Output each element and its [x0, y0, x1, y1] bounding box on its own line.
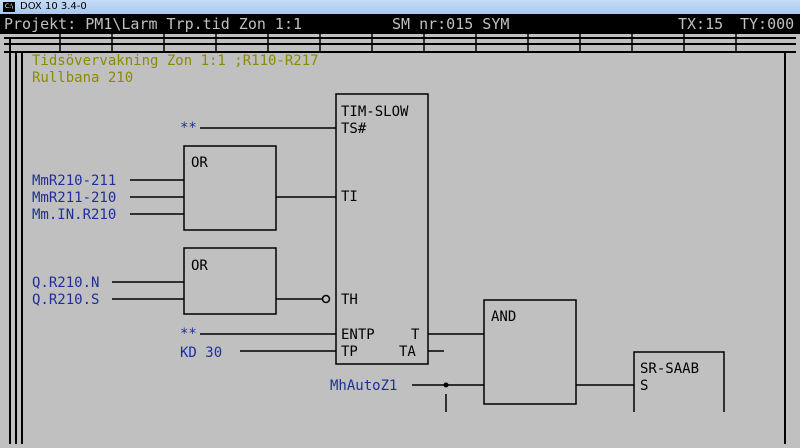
- diagram-canvas[interactable]: Tidsövervakning Zon 1:1 ;R110-R217 Rullb…: [0, 34, 800, 444]
- or1-input-3[interactable]: Mm.IN.R210: [32, 207, 116, 223]
- or2-input-1[interactable]: Q.R210.N: [32, 275, 99, 291]
- or-block-2[interactable]: OR: [183, 247, 277, 315]
- sr-block-name: SR-SAAB: [640, 361, 699, 377]
- title-bar: C:\ DOX 10 3.4-0: [0, 0, 800, 14]
- tim-block-name: TIM-SLOW: [341, 104, 409, 120]
- and-input-2-label[interactable]: MhAutoZ1: [330, 378, 397, 394]
- tp-input-label[interactable]: KD 30: [180, 345, 222, 361]
- comment-line-2: Rullbana 210: [32, 70, 133, 86]
- ruler-frame: [4, 34, 796, 444]
- junction-dot: [443, 382, 449, 388]
- or1-name: OR: [191, 155, 208, 171]
- sr-s-pin: S: [640, 378, 648, 394]
- tim-th-pin: TH: [341, 292, 358, 308]
- entp-input-label[interactable]: **: [180, 326, 197, 342]
- or1-input-2[interactable]: MmR211-210: [32, 190, 116, 206]
- ts-input-label[interactable]: **: [180, 120, 197, 136]
- window-title: DOX 10 3.4-0: [20, 1, 87, 12]
- status-bar: Projekt: PM1\Larm Trp.tid Zon 1:1 SM nr:…: [0, 14, 800, 34]
- ty-coordinate: TY:000: [740, 15, 795, 33]
- tim-slow-block[interactable]: TIM-SLOW TS# TI TH ENTP TP T TA: [335, 93, 429, 365]
- and-name: AND: [491, 309, 516, 325]
- tx-coordinate: TX:15: [678, 15, 724, 33]
- tim-ts-pin: TS#: [341, 121, 367, 137]
- or2-name: OR: [191, 258, 208, 274]
- tim-t-pin: T: [411, 327, 420, 343]
- sr-saab-block[interactable]: SR-SAAB S: [633, 351, 725, 412]
- tim-tp-pin: TP: [341, 344, 358, 360]
- sm-number: SM nr:015 SYM: [392, 15, 510, 33]
- tim-entp-pin: ENTP: [341, 327, 375, 343]
- or2-input-2[interactable]: Q.R210.S: [32, 292, 99, 308]
- console-icon: C:\: [3, 2, 15, 12]
- project-label: Projekt: PM1\Larm Trp.tid Zon 1:1: [4, 15, 303, 33]
- connection-wires: [112, 127, 634, 412]
- tim-ti-pin: TI: [341, 189, 358, 205]
- and-block[interactable]: AND: [483, 299, 577, 405]
- or1-input-1[interactable]: MmR210-211: [32, 173, 116, 189]
- comment-line-1: Tidsövervakning Zon 1:1 ;R110-R217: [32, 53, 319, 69]
- tim-ta-pin: TA: [399, 344, 416, 360]
- or-block-1[interactable]: OR: [183, 145, 277, 231]
